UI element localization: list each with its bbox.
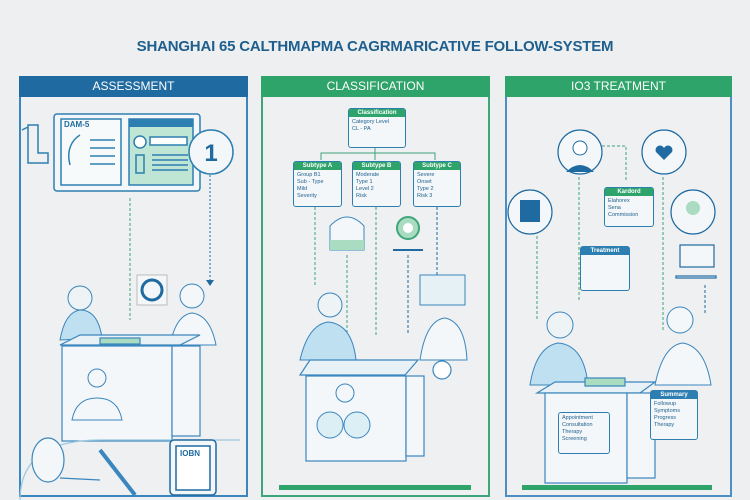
magnifier-icon bbox=[19, 437, 240, 500]
doctor-figure bbox=[169, 283, 217, 346]
panel-header-assessment: ASSESSMENT bbox=[19, 76, 248, 97]
nurse-icon bbox=[670, 189, 716, 235]
card-line: Symptoms bbox=[654, 408, 680, 414]
treatment-card: Treatment bbox=[580, 246, 630, 291]
card-line: Elahorex bbox=[608, 198, 630, 204]
subtype-card: Subtype C Severe Onset Type 2 Risk 3 bbox=[413, 161, 461, 207]
card-line: Group B1 bbox=[297, 172, 321, 178]
step-number: 1 bbox=[204, 140, 217, 167]
card-line: Sub - Type bbox=[297, 179, 324, 185]
classification-top-card: Classification Category Level CL - PA bbox=[348, 108, 406, 148]
card-line: Followup bbox=[654, 401, 677, 407]
tablet-device bbox=[169, 439, 217, 496]
plan-card: Kardord Elahorex Sena Commission bbox=[604, 187, 654, 227]
arrow-down-icon bbox=[206, 280, 214, 286]
subtype-card: Subtype A Group B1 Sub - Type Mild Sever… bbox=[293, 161, 342, 207]
page-title: SHANGHAI 65 CALTHMAPMA CAGRMARICATIVE FO… bbox=[136, 38, 614, 55]
mri-scanner-icon bbox=[393, 216, 423, 251]
summary-card: Summary Followup Symptoms Progress Thera… bbox=[650, 390, 698, 440]
card-title: Classification bbox=[349, 109, 405, 117]
card-line: Type 2 bbox=[417, 186, 434, 192]
patient-figure bbox=[299, 292, 357, 361]
tablet-label: IOBN bbox=[180, 449, 200, 458]
card-line: Category Level bbox=[352, 119, 389, 125]
card-line: Moderate bbox=[356, 172, 380, 178]
panel-header-classification: CLASSIFICATION bbox=[261, 76, 490, 97]
doctor-figure bbox=[654, 306, 712, 386]
nature-scene-icon bbox=[329, 216, 365, 251]
desk bbox=[59, 334, 201, 442]
card-title: Summary bbox=[651, 391, 697, 399]
family-portraits bbox=[316, 383, 371, 439]
portrait-card bbox=[71, 368, 123, 421]
card-line: Commission bbox=[608, 212, 639, 218]
patient-figure bbox=[529, 311, 589, 386]
doctor-avatar-icon bbox=[557, 129, 603, 175]
card-line: Sena bbox=[608, 205, 621, 211]
card-line: Therapy bbox=[562, 429, 583, 435]
assessment-form-screen bbox=[21, 113, 201, 192]
tablet-card: Appointment Consultation Therapy Screeni… bbox=[558, 412, 610, 454]
classification-tree-lines bbox=[320, 146, 436, 160]
monitor-icon bbox=[675, 244, 717, 279]
floor-bar bbox=[522, 485, 712, 490]
patient-figure bbox=[59, 285, 103, 341]
medical-emblem-icon bbox=[136, 274, 168, 306]
panel-frame bbox=[505, 97, 732, 497]
card-line: Risk bbox=[356, 193, 367, 199]
card-line: Therapy bbox=[654, 422, 675, 428]
card-line: Screening bbox=[562, 436, 587, 442]
card-line: Severity bbox=[297, 193, 317, 199]
card-title: Subtype B bbox=[353, 162, 400, 170]
card-title: Subtype C bbox=[414, 162, 460, 170]
card-title: Subtype A bbox=[294, 162, 341, 170]
connectors-treatment bbox=[536, 145, 706, 330]
floor-bar bbox=[279, 485, 471, 490]
card-title: Treatment bbox=[581, 247, 629, 255]
card-line: Level 2 bbox=[356, 186, 374, 192]
subtype-card: Subtype B Moderate Type 1 Level 2 Risk bbox=[352, 161, 401, 207]
card-title: Kardord bbox=[605, 188, 653, 196]
clipboard-icon bbox=[507, 189, 553, 235]
panel-frame bbox=[261, 97, 490, 497]
doctor-figure bbox=[419, 274, 468, 361]
card-line: Mild bbox=[297, 186, 308, 192]
panel-header-treatment: IO3 TREATMENT bbox=[505, 76, 732, 97]
card-line: Severe bbox=[417, 172, 435, 178]
form-label: DAM-5 bbox=[64, 120, 90, 129]
card-line: Risk 3 bbox=[417, 193, 433, 199]
step-number-badge bbox=[188, 129, 234, 175]
desk bbox=[298, 359, 452, 462]
card-line: Onset bbox=[417, 179, 432, 185]
heart-care-icon bbox=[641, 129, 687, 175]
card-line: Type 1 bbox=[356, 179, 373, 185]
card-line: Consultation bbox=[562, 422, 593, 428]
connectors-vertical bbox=[314, 207, 438, 335]
card-line: Progress bbox=[654, 415, 677, 421]
card-line: CL - PA bbox=[352, 126, 371, 132]
card-line: Appointment bbox=[562, 415, 593, 421]
